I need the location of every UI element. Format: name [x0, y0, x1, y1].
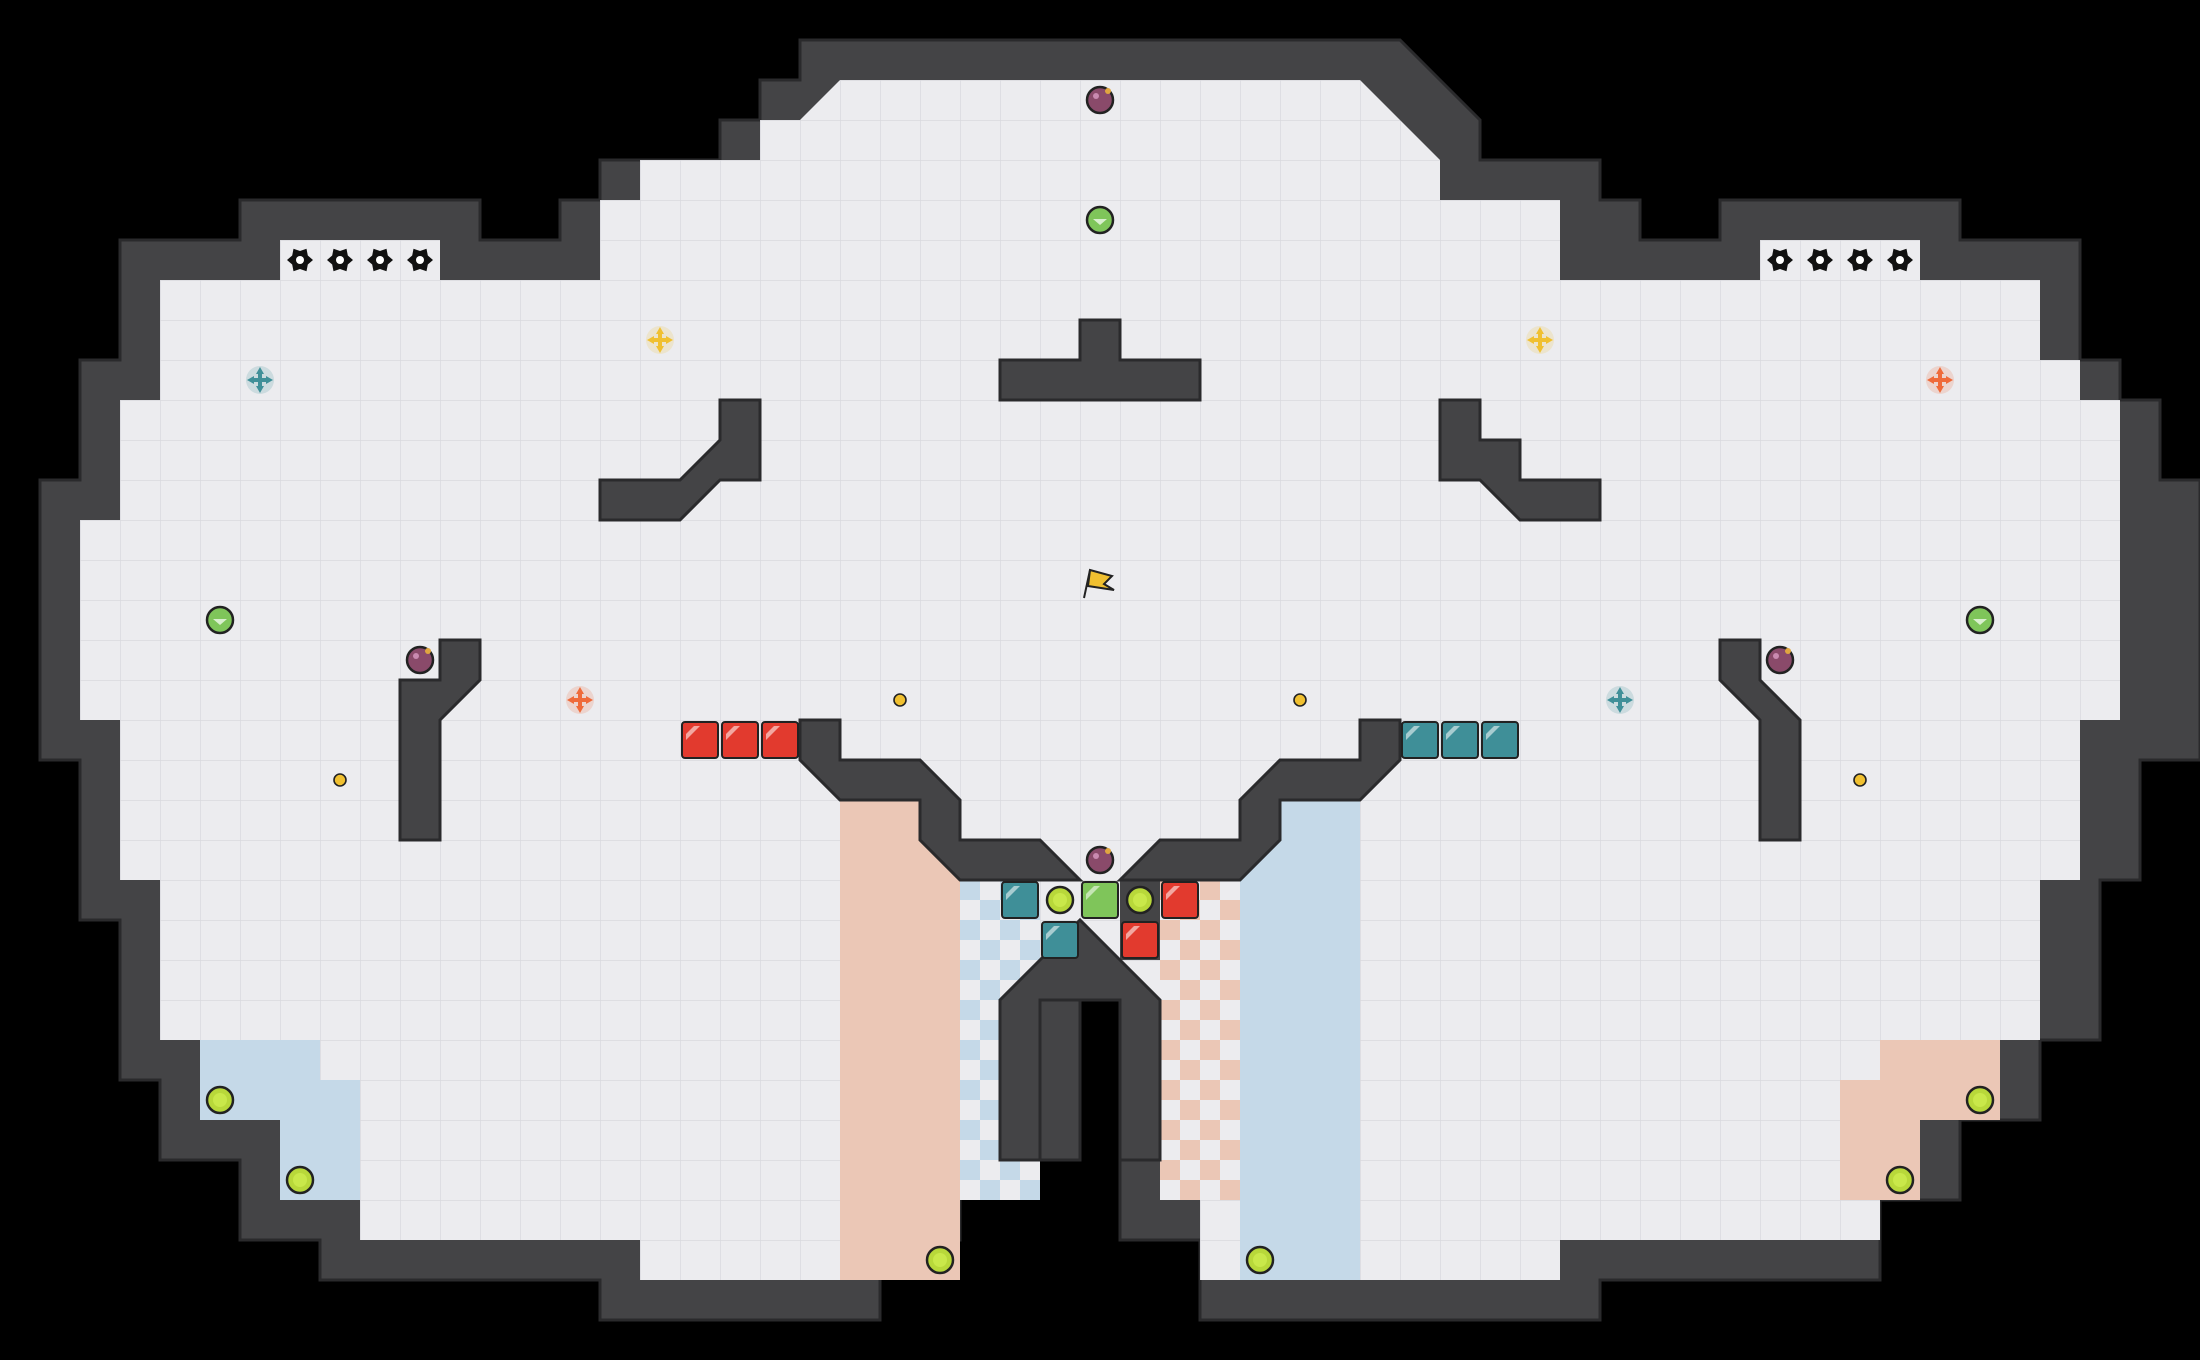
red-gate-tile: [1121, 921, 1159, 959]
blue-gate-tile: [1481, 721, 1519, 759]
green-gate-tile: [1081, 881, 1119, 919]
button-icon: [925, 1245, 955, 1275]
red-gate-tile: [681, 721, 719, 759]
portal-icon: [1853, 773, 1867, 787]
red-gate-tile: [761, 721, 799, 759]
spike-icon: [1887, 248, 1913, 272]
top-t-wall: [998, 318, 1202, 402]
center-left-funnel: [798, 718, 1084, 882]
button-icon: [1125, 885, 1155, 915]
red-endzone-column: [840, 800, 960, 1280]
blue-gate-tile: [1401, 721, 1439, 759]
inner-walls: [398, 318, 1802, 1162]
button-icon: [285, 1165, 315, 1195]
boost-yellow-icon: [1526, 326, 1554, 354]
right-ramp-wall: [1438, 398, 1602, 522]
blue-gate-tile: [1041, 921, 1079, 959]
spike-icon: [287, 248, 313, 272]
red-checker-zone: [1160, 880, 1240, 1200]
portal-icon: [893, 693, 907, 707]
portal-icon: [333, 773, 347, 787]
bomb-icon: [1085, 85, 1115, 115]
left-pillar-wall: [398, 638, 482, 842]
blue-gate-tile: [1441, 721, 1479, 759]
spike-icon: [1767, 248, 1793, 272]
floor-area: [80, 80, 2120, 1280]
spike-icon: [327, 248, 353, 272]
center-channel: [998, 917, 1162, 1162]
blue-corner-zone: [200, 1040, 360, 1200]
spike-icon: [367, 248, 393, 272]
center-right-funnel: [1116, 718, 1402, 882]
button-icon: [205, 1085, 235, 1115]
boost-yellow-icon: [646, 326, 674, 354]
blue-endzone-column: [1240, 800, 1360, 1280]
button-icon: [1965, 1085, 1995, 1115]
red-gate-tile: [1161, 881, 1199, 919]
button-icon: [1245, 1245, 1275, 1275]
spike-icon: [1847, 248, 1873, 272]
bomb-icon: [405, 645, 435, 675]
blue-gate-tile: [1001, 881, 1039, 919]
boost-blue-icon: [1606, 686, 1634, 714]
spike-icon: [1807, 248, 1833, 272]
left-ramp-wall: [598, 398, 762, 522]
boost-red-icon: [566, 686, 594, 714]
boost-red-icon: [1926, 366, 1954, 394]
powerup-icon: [1085, 205, 1115, 235]
powerup-icon: [1965, 605, 1995, 635]
red-corner-zone: [1840, 1040, 2000, 1200]
boost-blue-icon: [246, 366, 274, 394]
portal-icon: [1293, 693, 1307, 707]
powerup-icon: [205, 605, 235, 635]
map-objects: [205, 85, 1995, 1275]
red-gate-tile: [721, 721, 759, 759]
bomb-icon: [1085, 845, 1115, 875]
button-icon: [1885, 1165, 1915, 1195]
button-icon: [1045, 885, 1075, 915]
right-pillar-wall: [1718, 638, 1802, 842]
team-zones: [200, 800, 2000, 1280]
bomb-icon: [1765, 645, 1795, 675]
floor-layer: [80, 80, 2120, 1280]
yellow-flag-icon: [1083, 568, 1115, 599]
spike-icon: [407, 248, 433, 272]
